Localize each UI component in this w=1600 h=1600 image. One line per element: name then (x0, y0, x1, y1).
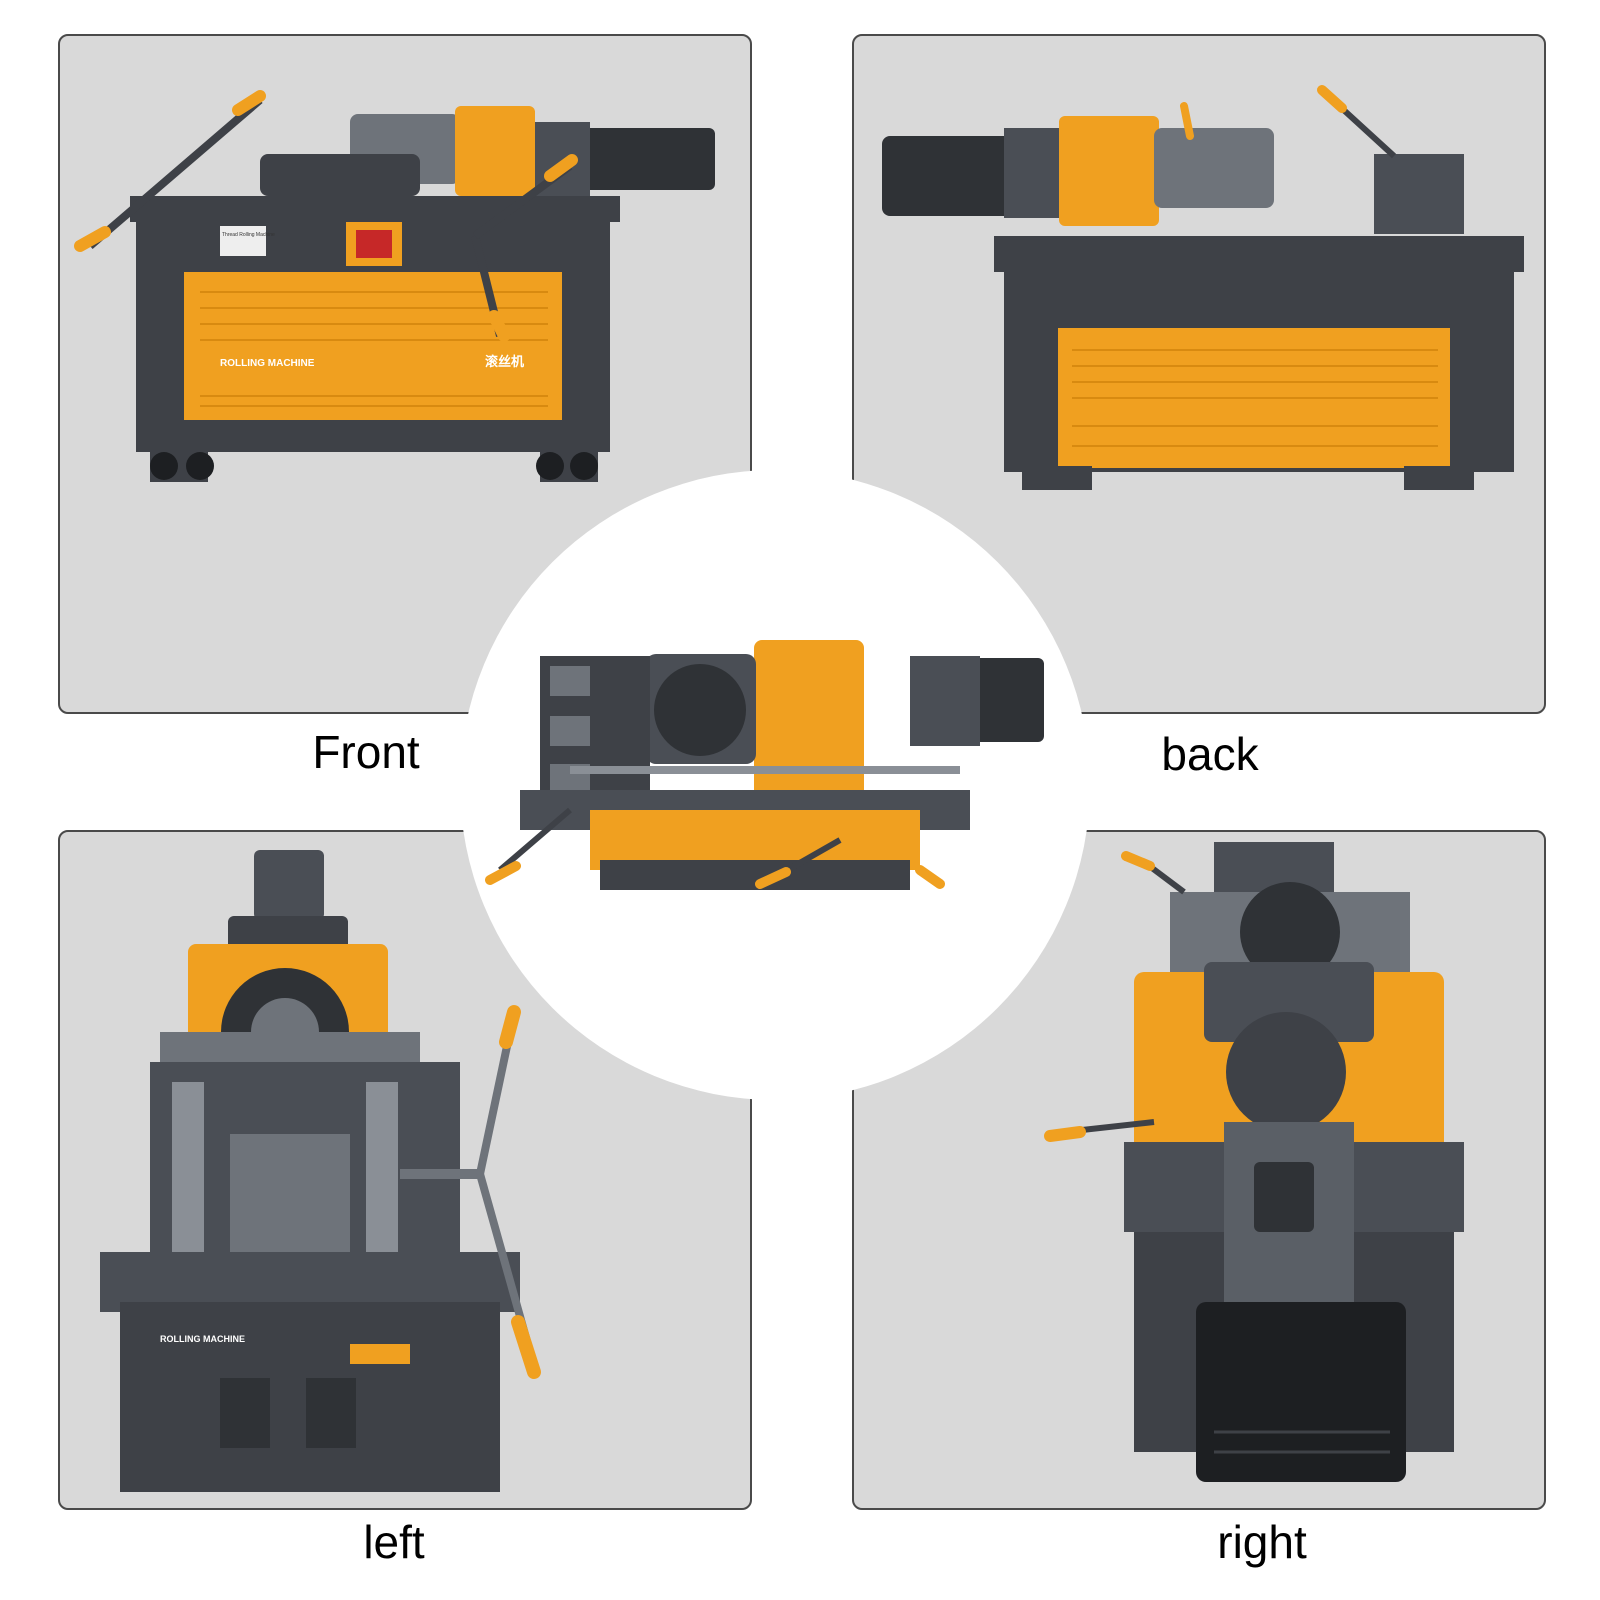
front-panel-label-cn: 滚丝机 (485, 354, 524, 369)
center-top-view-circle (460, 470, 1090, 1100)
left-view-machine-image: ROLLING MACHINE (100, 850, 541, 1492)
left-view-caption: left (363, 1516, 425, 1568)
front-nameplate-text: Thread Rolling Machine (222, 232, 275, 238)
back-view-panel (852, 34, 1546, 714)
center-top-view-machine-image (485, 640, 1044, 890)
back-view-machine-image (882, 85, 1524, 490)
front-view-machine-image: ROLLING MACHINE 滚丝机 Thread Rolling Machi… (74, 90, 715, 482)
front-panel-label: ROLLING MACHINE (220, 358, 315, 369)
right-view-machine-image (1044, 842, 1464, 1482)
right-view-caption: right (1217, 1516, 1307, 1568)
front-view-caption: Front (312, 726, 420, 778)
left-panel-label: ROLLING MACHINE (160, 1334, 245, 1344)
front-view-panel: ROLLING MACHINE 滚丝机 Thread Rolling Machi… (58, 34, 752, 714)
back-view-caption: back (1161, 728, 1259, 780)
